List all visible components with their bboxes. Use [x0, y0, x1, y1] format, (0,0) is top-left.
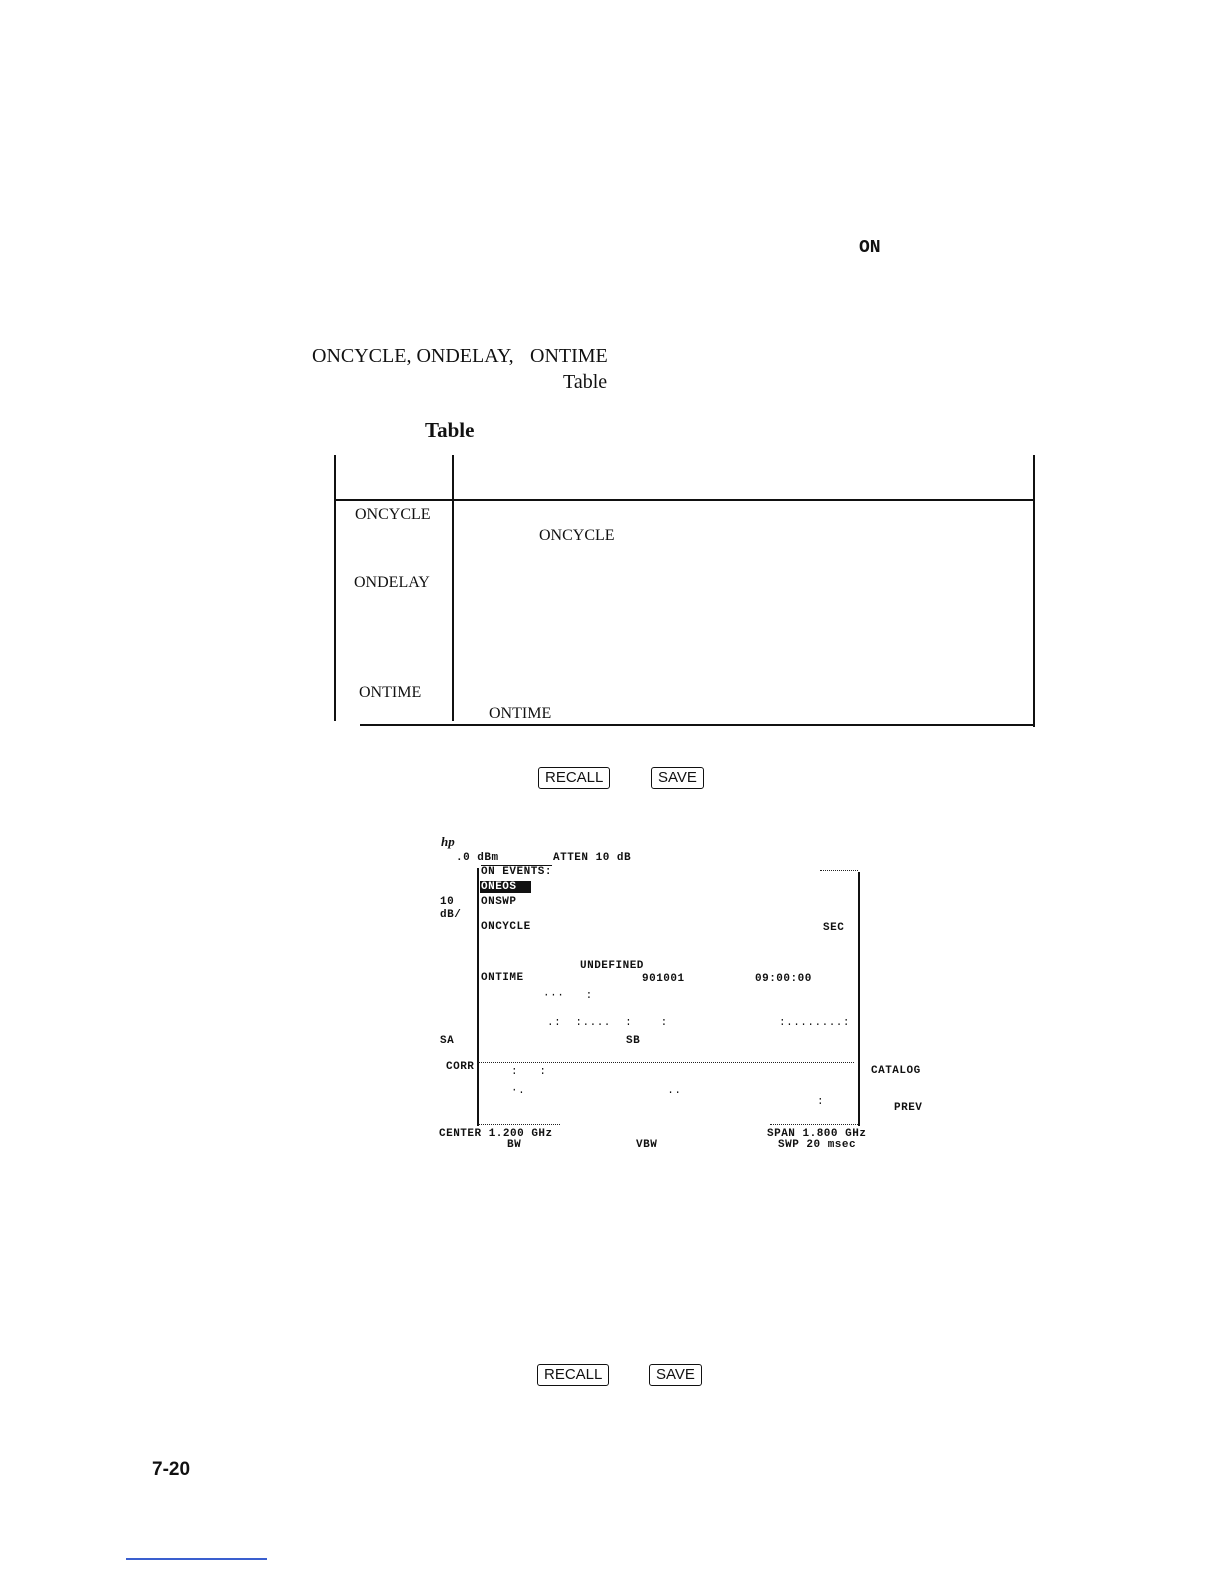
trace-dots: .: :.... : : — [547, 1017, 668, 1029]
table-bottom-rule — [360, 724, 1035, 726]
table-row-name: ONTIME — [359, 684, 422, 701]
trace-dots: ··· : — [543, 990, 593, 1002]
trace-dots: : — [817, 1096, 825, 1108]
page-number: 7-20 — [152, 1459, 191, 1480]
trace-dots: :........: — [779, 1017, 851, 1029]
table-reference: Table — [563, 371, 608, 393]
span: SPAN 1.800 GHz — [767, 1128, 867, 1140]
table-header-rule — [334, 499, 1035, 501]
table-row-name: ONDELAY — [354, 574, 430, 591]
screen-top-dots — [820, 870, 858, 871]
recall-key: RECALL — [538, 767, 611, 789]
menu-title: ON EVENTS: — [481, 866, 553, 878]
table-row-name: ONCYCLE — [355, 506, 431, 523]
date-value: 901001 — [642, 973, 685, 985]
ontime-word: ONTIME — [530, 345, 608, 367]
recall-key: RECALL — [537, 1364, 610, 1386]
hp-logo-icon: hp — [441, 834, 455, 849]
sweep-time: SWP 20 msec — [778, 1139, 857, 1151]
screen-bottom-dots-left — [478, 1124, 560, 1125]
attenuation: ATTEN 10 dB — [553, 852, 632, 864]
screen-left-edge — [477, 868, 479, 1126]
corr-label: CORR — [446, 1061, 475, 1073]
video-bandwidth: VBW — [636, 1139, 658, 1151]
menu-item-oncycle: ONCYCLE — [481, 921, 531, 933]
on-word: ON — [859, 238, 881, 258]
table-row-desc: ONCYCLE — [539, 527, 615, 544]
time-value: 09:00:00 — [755, 973, 812, 985]
undefined-label: UNDEFINED — [580, 960, 644, 972]
sb-label: SB — [626, 1035, 641, 1047]
scale-unit: dB/ — [440, 909, 462, 921]
table-right-border — [1033, 455, 1035, 727]
menu-item-oneos: ONEOS — [480, 881, 531, 893]
screen-right-edge — [858, 872, 860, 1126]
sa-label: SA — [440, 1035, 455, 1047]
sec-label: SEC — [823, 922, 845, 934]
screen-bottom-dots-right — [770, 1124, 858, 1125]
trace-dots: ·. .. — [511, 1085, 682, 1097]
save-key: SAVE — [651, 767, 704, 789]
menu-item-onswp: ONSWP — [481, 896, 517, 908]
table-row-desc: ONTIME — [489, 705, 552, 722]
trace-line — [478, 1062, 854, 1063]
trace-dots: : : — [511, 1066, 547, 1078]
table-left-border — [334, 455, 336, 721]
softkey-prev: PREV — [894, 1102, 923, 1114]
center-frequency: CENTER 1.200 GHz — [439, 1128, 553, 1140]
event-list-text: ONCYCLE, ONDELAY, — [312, 345, 514, 367]
save-key: SAVE — [649, 1364, 702, 1386]
menu-item-ontime: ONTIME — [481, 972, 524, 984]
table-column-divider — [452, 455, 454, 721]
resolution-bandwidth: BW — [507, 1139, 522, 1151]
ref-level: .0 dBm — [456, 852, 499, 864]
table-caption: Table — [425, 418, 475, 442]
scale-value: 10 — [440, 896, 455, 908]
softkey-catalog: CATALOG — [871, 1065, 921, 1077]
footer-rule — [126, 1558, 267, 1560]
